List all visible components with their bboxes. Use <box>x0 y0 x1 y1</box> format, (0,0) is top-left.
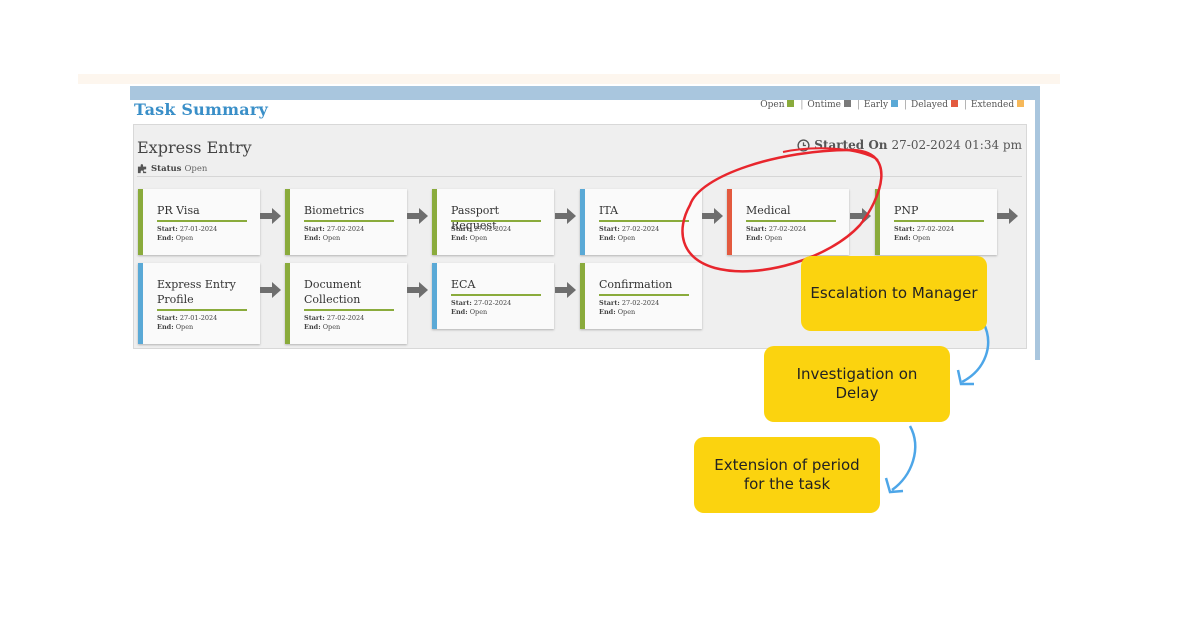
task-underline <box>451 294 541 296</box>
task-name: Confirmation <box>599 278 673 291</box>
status-legend: Open | Ontime | Early | Delayed | Extend… <box>760 100 1026 110</box>
connector-arrowhead-1 <box>956 369 974 386</box>
task-name: Passport Request <box>451 204 500 232</box>
arrow-right-icon <box>555 282 576 298</box>
task-dates: Start: 27-02-2024 End: Open <box>304 225 365 242</box>
task-name: Document Collection <box>304 278 362 306</box>
top-band <box>78 74 1060 84</box>
header-divider <box>137 176 1022 177</box>
task-status-bar <box>727 189 732 255</box>
task-card-confirmation[interactable]: Confirmation Start: 27-02-2024 End: Open <box>580 263 702 329</box>
legend-delayed: Delayed <box>911 100 960 110</box>
task-card-document-collection[interactable]: Document Collection Start: 27-02-2024 En… <box>285 263 407 344</box>
task-card-express-entry-profile[interactable]: Express Entry Profile Start: 27-01-2024 … <box>138 263 260 344</box>
task-name: PNP <box>894 204 919 217</box>
task-status-bar <box>285 189 290 255</box>
task-dates: Start: 27-02-2024 End: Open <box>894 225 955 242</box>
arrow-right-icon <box>260 208 281 224</box>
task-status-bar <box>580 263 585 329</box>
task-dates: Start: 27-02-2024 End: Open <box>451 225 512 242</box>
started-on: Started On 27-02-2024 01:34 pm <box>797 138 1022 152</box>
task-dates: Start: 27-02-2024 End: Open <box>451 299 512 316</box>
task-dates: Start: 27-02-2024 End: Open <box>599 299 660 316</box>
task-card-pnp[interactable]: PNP Start: 27-02-2024 End: Open <box>875 189 997 255</box>
arrow-right-icon <box>407 282 428 298</box>
status-value: Open <box>184 163 208 174</box>
status-label: Status <box>151 163 182 174</box>
connector-arrowhead-2 <box>884 477 904 494</box>
task-underline <box>304 220 394 222</box>
task-name: Express Entry Profile <box>157 278 236 306</box>
task-underline <box>157 309 247 311</box>
task-card-medical[interactable]: Medical Start: 27-02-2024 End: Open <box>727 189 849 255</box>
task-underline <box>451 220 541 222</box>
clock-icon <box>797 138 810 152</box>
callout-escalation: Escalation to Manager <box>801 256 987 331</box>
task-card-eca[interactable]: ECA Start: 27-02-2024 End: Open <box>432 263 554 329</box>
arrow-right-icon <box>850 208 871 224</box>
task-status-bar <box>875 189 880 255</box>
callout-extension: Extension of period for the task <box>694 437 880 513</box>
task-dates: Start: 27-02-2024 End: Open <box>746 225 807 242</box>
task-status-bar <box>138 189 143 255</box>
started-label: Started On <box>814 138 888 152</box>
task-underline <box>746 220 836 222</box>
task-card-biometrics[interactable]: Biometrics Start: 27-02-2024 End: Open <box>285 189 407 255</box>
task-underline <box>894 220 984 222</box>
task-name: ITA <box>599 204 619 217</box>
task-status-bar <box>138 263 143 344</box>
task-underline <box>599 294 689 296</box>
page-title: Task Summary <box>134 100 268 119</box>
callout-investigation: Investigation on Delay <box>764 346 950 422</box>
arrow-right-icon <box>260 282 281 298</box>
task-underline <box>599 220 689 222</box>
arrow-right-icon <box>702 208 723 224</box>
task-name: Biometrics <box>304 204 365 217</box>
task-underline <box>304 309 394 311</box>
task-underline <box>157 220 247 222</box>
connector-arrow-2 <box>891 425 917 492</box>
task-dates: Start: 27-01-2024 End: Open <box>157 225 218 242</box>
workflow-status: Status Open <box>137 163 207 174</box>
arrow-right-icon <box>997 208 1018 224</box>
legend-early: Early <box>864 100 900 110</box>
task-name: Medical <box>746 204 791 217</box>
task-dates: Start: 27-01-2024 End: Open <box>157 314 218 331</box>
task-status-bar <box>432 189 437 255</box>
task-card-ita[interactable]: ITA Start: 27-02-2024 End: Open <box>580 189 702 255</box>
legend-extended: Extended <box>971 100 1026 110</box>
arrow-right-icon <box>407 208 428 224</box>
legend-ontime: Ontime <box>807 100 852 110</box>
started-value: 27-02-2024 01:34 pm <box>891 138 1022 152</box>
task-status-bar <box>285 263 290 344</box>
legend-open: Open <box>760 100 796 110</box>
task-dates: Start: 27-02-2024 End: Open <box>599 225 660 242</box>
arrow-right-icon <box>555 208 576 224</box>
task-name: ECA <box>451 278 476 291</box>
task-status-bar <box>432 263 437 329</box>
puzzle-icon <box>137 164 147 174</box>
task-status-bar <box>580 189 585 255</box>
task-card-pr-visa[interactable]: PR Visa Start: 27-01-2024 End: Open <box>138 189 260 255</box>
task-name: PR Visa <box>157 204 200 217</box>
workflow-title: Express Entry <box>137 138 252 157</box>
task-dates: Start: 27-02-2024 End: Open <box>304 314 365 331</box>
task-card-passport-request[interactable]: Passport Request Start: 27-02-2024 End: … <box>432 189 554 255</box>
